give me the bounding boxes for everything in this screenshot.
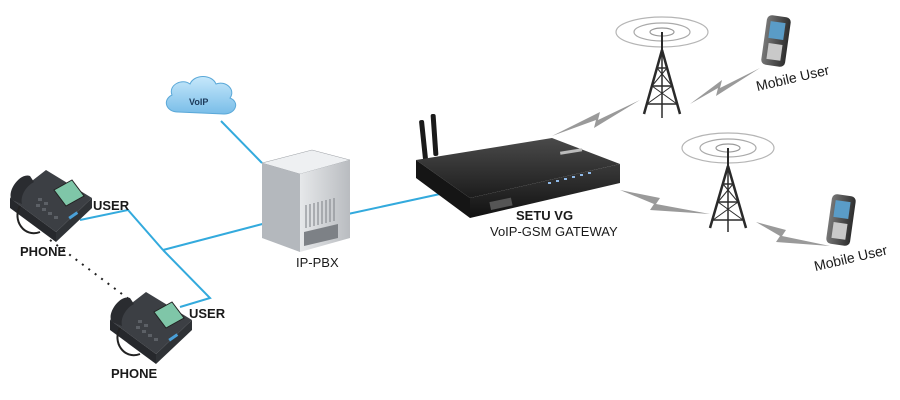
ip-pbx-label: IP-PBX: [296, 255, 339, 270]
link-phone2-switch: [162, 249, 212, 308]
ip-pbx-device: [261, 149, 351, 252]
signal-tower1-mobile1: [690, 68, 760, 104]
gateway-subtitle: VoIP-GSM GATEWAY: [490, 224, 618, 239]
desk-phone-2: [110, 292, 192, 364]
wireless-signals: [552, 68, 830, 246]
mobile-phone-2: [826, 194, 856, 246]
cell-tower-1: [615, 16, 709, 118]
link-switch-pbx: [162, 221, 271, 251]
desk-phone-1: [10, 170, 92, 242]
signal-tower2-mobile2: [756, 222, 830, 246]
cell-tower-2: [681, 132, 775, 232]
gateway-device: [416, 113, 620, 218]
user-2-label: USER: [189, 306, 226, 321]
mobile-phone-1: [761, 15, 791, 67]
voip-cloud: [165, 76, 237, 115]
link-pbx-gateway: [347, 193, 441, 215]
phone-dotted-link: [49, 239, 131, 301]
link-lines: [79, 120, 441, 308]
signal-gateway-tower1: [552, 100, 640, 136]
link-cloud-pbx: [220, 120, 263, 164]
phone-2-label: PHONE: [111, 366, 158, 381]
signal-gateway-tower2: [620, 190, 710, 214]
link-phone1-switch: [79, 208, 164, 251]
voip-cloud-label: VoIP: [189, 97, 209, 107]
gateway-title: SETU VG: [516, 208, 574, 223]
phone-1-label: PHONE: [20, 244, 67, 259]
user-1-label: USER: [93, 198, 130, 213]
